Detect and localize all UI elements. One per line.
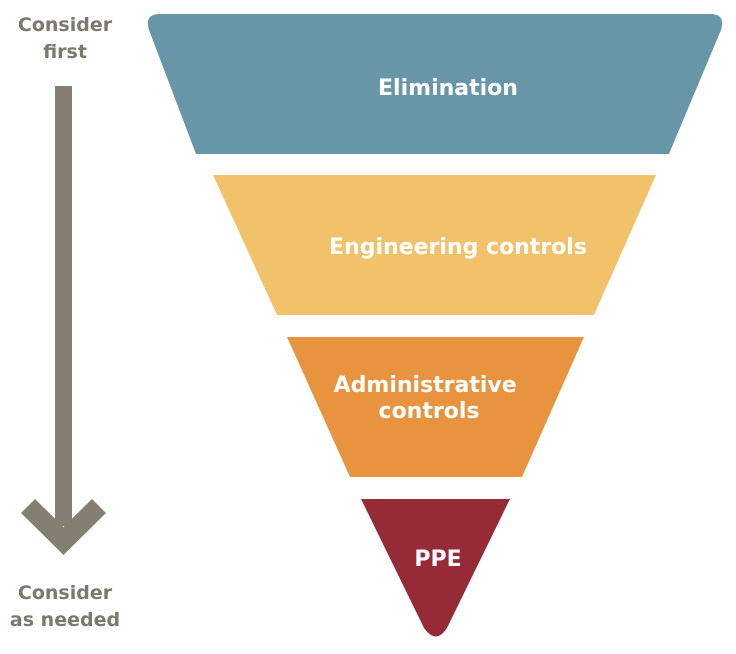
ppe-label-line-1: PPE	[414, 547, 461, 572]
elimination-label-line-1: Elimination	[378, 76, 518, 101]
administrative-controls-shape	[287, 337, 584, 477]
elimination-shape	[147, 14, 723, 154]
priority-arrow	[21, 86, 106, 555]
ppe-label: PPE	[414, 547, 461, 572]
engineering-controls-shape	[213, 175, 656, 315]
consider-as-needed-label: Consider as needed	[0, 580, 130, 634]
arrow-head-icon	[21, 499, 106, 555]
consider-first-line-1: Consider	[17, 14, 113, 36]
layer-elimination: Elimination	[147, 14, 723, 154]
engineering-controls-label-line-1: Engineering controls	[329, 235, 587, 260]
engineering-controls-label: Engineering controls	[329, 235, 587, 260]
arrow-shaft	[55, 86, 72, 526]
administrative-controls-label-line-2: controls	[379, 399, 480, 424]
layer-administrative-controls: Administrative controls	[287, 337, 584, 477]
ppe-shape	[361, 499, 510, 637]
administrative-controls-label: Administrative controls	[334, 373, 525, 424]
layer-engineering-controls: Engineering controls	[213, 175, 656, 315]
administrative-controls-label-line-1: Administrative	[334, 373, 517, 398]
consider-first-line-2: first	[43, 41, 87, 63]
elimination-label: Elimination	[378, 76, 518, 101]
consider-as-needed-line-1: Consider	[17, 582, 113, 604]
layer-ppe: PPE	[361, 499, 510, 637]
consider-as-needed-line-2: as needed	[9, 609, 121, 631]
consider-first-label: Consider first	[0, 12, 130, 66]
